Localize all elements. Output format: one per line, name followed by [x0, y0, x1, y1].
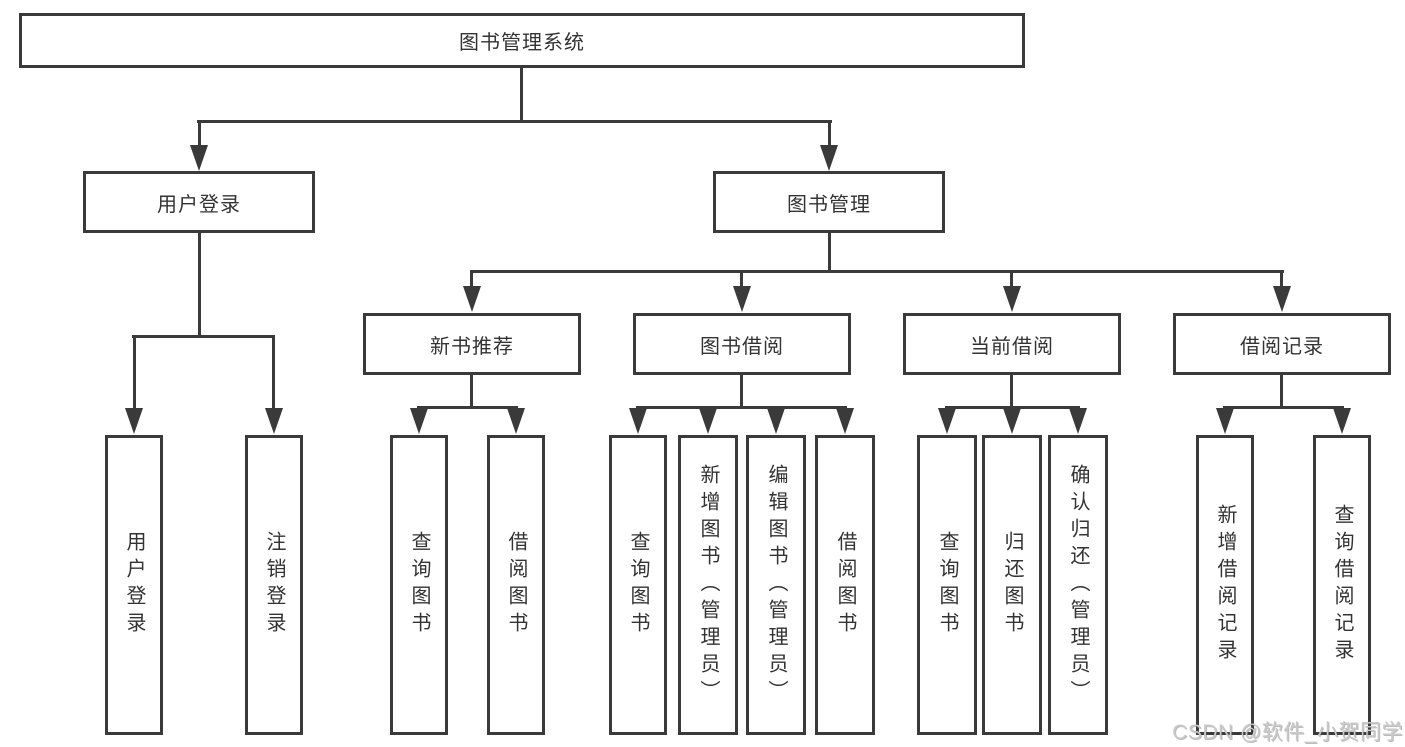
- connector-line: [1010, 375, 1013, 406]
- connector-line: [828, 233, 831, 270]
- connector-line: [197, 120, 832, 123]
- node-label: 用户登录: [157, 193, 241, 216]
- connector-arrowhead-down: [1333, 408, 1351, 434]
- connector-line: [470, 270, 1284, 273]
- connector-arrowhead-down: [820, 145, 838, 171]
- connector-arrowhead-down: [410, 408, 428, 434]
- connector-arrowhead-down: [836, 408, 854, 434]
- node-label: 图书借阅: [700, 335, 784, 358]
- connector-arrowhead-down: [125, 408, 143, 434]
- connector-arrowhead-down: [1003, 286, 1021, 312]
- node-new-book-recommendation: 新书推荐: [363, 313, 581, 375]
- leaf-query-books-borrowing: 查询图书: [609, 435, 667, 735]
- node-root-book-management-system: 图书管理系统: [19, 13, 1025, 68]
- node-label: 编辑图书（管理员）: [765, 463, 787, 707]
- connector-line: [740, 270, 743, 288]
- connector-arrowhead-down: [733, 286, 751, 312]
- node-label: 新书推荐: [430, 335, 514, 358]
- connector-line: [132, 335, 275, 338]
- connector-arrowhead-down: [699, 408, 717, 434]
- connector-line: [1280, 375, 1283, 406]
- node-label: 确认归还（管理员）: [1067, 463, 1089, 707]
- connector-arrowhead-down: [190, 145, 208, 171]
- connector-line: [133, 335, 136, 415]
- node-book-management: 图书管理: [713, 171, 945, 233]
- node-label: 借阅图书: [505, 531, 527, 639]
- leaf-return-books: 归还图书: [982, 435, 1042, 735]
- connector-line: [470, 270, 473, 288]
- connector-arrowhead-down: [1069, 408, 1087, 434]
- node-label: 查询图书: [627, 531, 649, 639]
- node-label: 归还图书: [1001, 531, 1023, 639]
- node-label: 查询借阅记录: [1331, 504, 1353, 666]
- connector-arrowhead-down: [1216, 408, 1234, 434]
- connector-line: [198, 120, 201, 147]
- connector-line: [520, 68, 523, 120]
- connector-arrowhead-down: [265, 408, 283, 434]
- node-current-borrowing: 当前借阅: [903, 313, 1121, 375]
- node-book-borrowing: 图书借阅: [633, 313, 851, 375]
- node-label: 借阅图书: [834, 531, 856, 639]
- node-label: 查询图书: [408, 531, 430, 639]
- connector-arrowhead-down: [507, 408, 525, 434]
- node-label: 注销登录: [263, 531, 285, 639]
- leaf-add-borrow-record: 新增借阅记录: [1196, 435, 1254, 735]
- watermark: CSDN @软件_小贺同学: [1172, 721, 1403, 744]
- node-label: 图书管理系统: [459, 32, 585, 54]
- node-label: 当前借阅: [970, 335, 1054, 358]
- connector-line: [740, 375, 743, 406]
- leaf-confirm-return-admin: 确认归还（管理员）: [1048, 435, 1108, 735]
- connector-line: [1280, 270, 1283, 288]
- connector-arrowhead-down: [767, 408, 785, 434]
- connector-arrowhead-down: [1273, 286, 1291, 312]
- connector-line: [828, 120, 831, 147]
- leaf-query-books-recommend: 查询图书: [390, 435, 448, 735]
- node-label: 图书管理: [787, 193, 871, 216]
- leaf-edit-book-admin: 编辑图书（管理员）: [746, 435, 806, 735]
- leaf-user-login: 用户登录: [105, 435, 163, 735]
- leaf-add-book-admin: 新增图书（管理员）: [678, 435, 738, 735]
- leaf-borrow-books-recommend: 借阅图书: [487, 435, 545, 735]
- node-label: 新增图书（管理员）: [697, 463, 719, 707]
- connector-line: [636, 406, 847, 409]
- connector-line: [272, 335, 275, 415]
- connector-line: [1223, 406, 1344, 409]
- connector-line: [470, 375, 473, 406]
- node-label: 新增借阅记录: [1214, 504, 1236, 666]
- node-label: 借阅记录: [1240, 335, 1324, 358]
- connector-line: [1010, 270, 1013, 288]
- connector-line: [198, 233, 201, 335]
- node-borrowing-records: 借阅记录: [1173, 313, 1391, 375]
- leaf-logout: 注销登录: [245, 435, 303, 735]
- connector-line: [417, 406, 518, 409]
- leaf-query-books-current: 查询图书: [917, 435, 977, 735]
- connector-arrowhead-down: [1003, 408, 1021, 434]
- connector-arrowhead-down: [629, 408, 647, 434]
- connector-arrowhead-down: [938, 408, 956, 434]
- leaf-query-borrow-record: 查询借阅记录: [1313, 435, 1371, 735]
- leaf-borrow-books-borrowing: 借阅图书: [815, 435, 875, 735]
- node-user-login: 用户登录: [83, 171, 315, 233]
- node-label: 查询图书: [936, 531, 958, 639]
- node-label: 用户登录: [123, 531, 145, 639]
- connector-arrowhead-down: [463, 286, 481, 312]
